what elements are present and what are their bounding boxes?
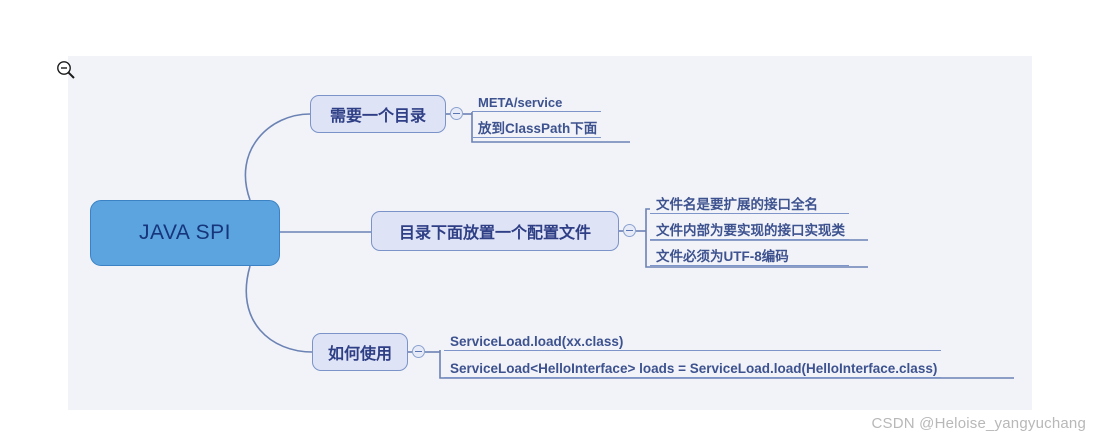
leaf-item-label: 文件名是要扩展的接口全名 <box>656 196 818 212</box>
leaf-item-label: META/service <box>478 95 563 110</box>
leaf-item-label: 文件内部为要实现的接口实现类 <box>656 222 845 238</box>
branch-node-label: 如何使用 <box>327 346 392 363</box>
branch-node-label: 目录下面放置一个配置文件 <box>398 225 591 242</box>
leaf-item[interactable]: ServiceLoad<HelloInterface> loads = Serv… <box>444 351 942 378</box>
leaf-item[interactable]: 放到ClassPath下面 <box>472 112 602 138</box>
root-node[interactable]: JAVA SPI <box>90 200 280 266</box>
leaf-item-label: 文件必须为UTF-8编码 <box>656 248 789 264</box>
leaf-item-label: ServiceLoad.load(xx.class) <box>450 333 624 349</box>
collapse-minus-icon-branch-2[interactable] <box>412 345 425 358</box>
leaf-item[interactable]: 文件必须为UTF-8编码 <box>650 240 849 266</box>
branch-node-how-to-use[interactable]: 如何使用 <box>312 333 408 371</box>
zoom-out-icon[interactable] <box>55 59 77 81</box>
leaf-item[interactable]: META/service <box>472 86 602 112</box>
watermark: CSDN @Heloise_yangyuchang <box>871 415 1086 432</box>
leaf-group-config-file: 文件名是要扩展的接口全名 文件内部为要实现的接口实现类 文件必须为UTF-8编码 <box>650 188 849 266</box>
leaf-group-how-to-use: ServiceLoad.load(xx.class) ServiceLoad<H… <box>444 324 942 378</box>
leaf-item-label: 放到ClassPath下面 <box>478 120 598 136</box>
leaf-item-label: ServiceLoad<HelloInterface> loads = Serv… <box>450 360 938 376</box>
leaf-item[interactable]: 文件名是要扩展的接口全名 <box>650 188 849 214</box>
collapse-minus-icon-branch-0[interactable] <box>450 107 463 120</box>
branch-node-label: 需要一个目录 <box>329 108 426 125</box>
leaf-group-need-directory: META/service 放到ClassPath下面 <box>472 86 602 138</box>
branch-node-need-directory[interactable]: 需要一个目录 <box>310 95 446 133</box>
collapse-minus-icon-branch-1[interactable] <box>623 224 636 237</box>
branch-node-config-file[interactable]: 目录下面放置一个配置文件 <box>371 211 619 251</box>
leaf-item[interactable]: ServiceLoad.load(xx.class) <box>444 324 942 351</box>
leaf-item[interactable]: 文件内部为要实现的接口实现类 <box>650 214 849 240</box>
root-node-label: JAVA SPI <box>139 221 231 244</box>
